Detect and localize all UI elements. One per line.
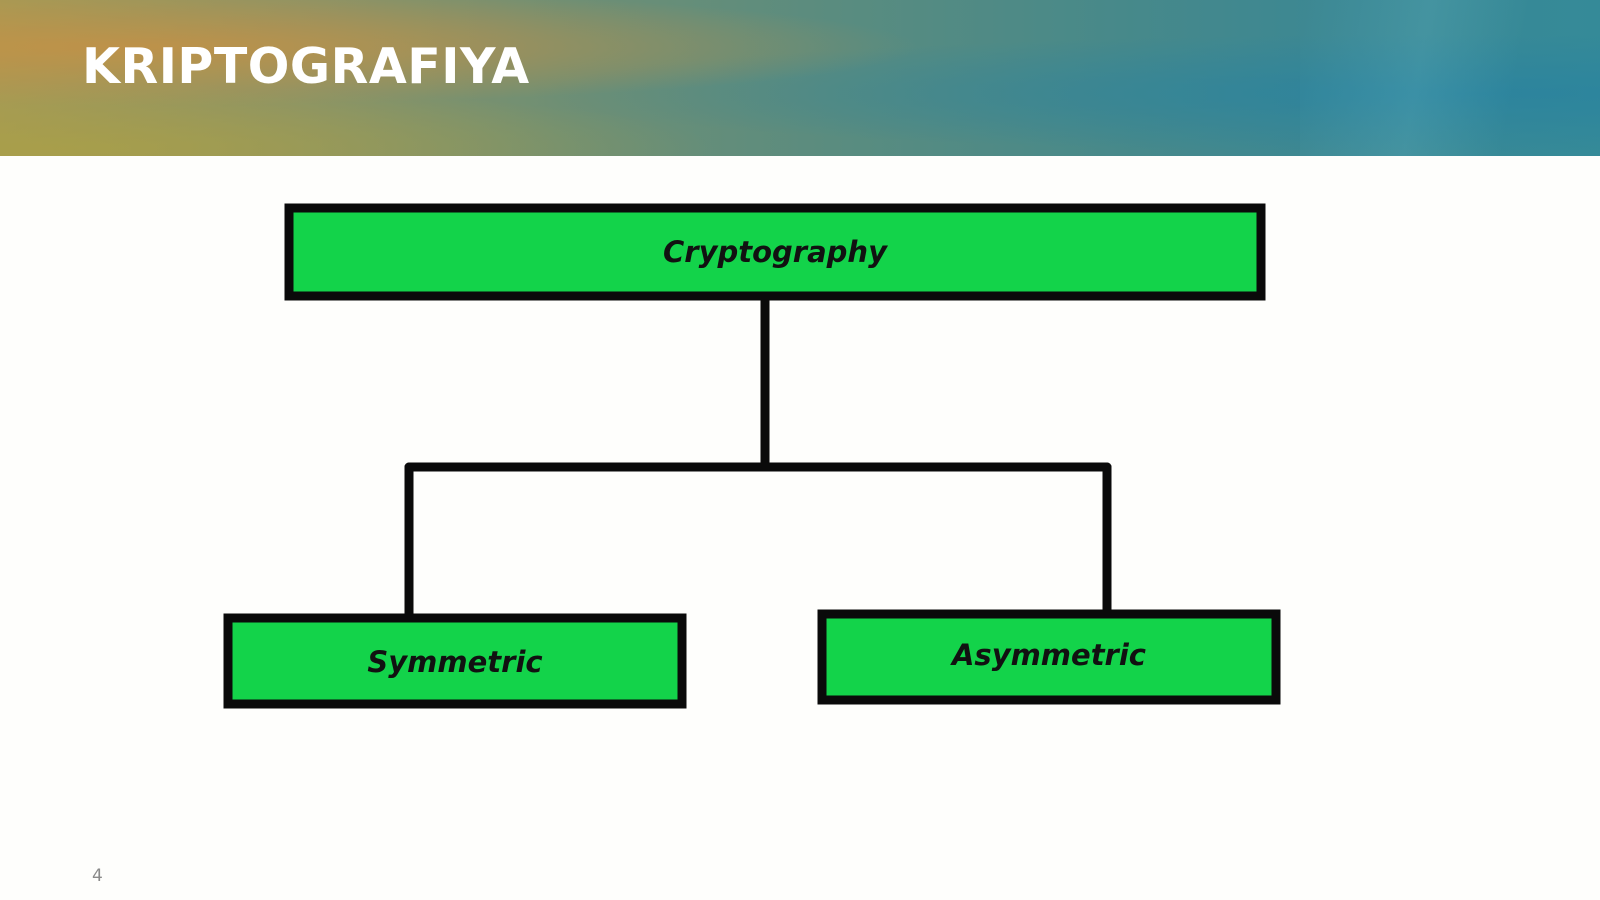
- node-symmetric-label: Symmetric: [367, 645, 542, 679]
- node-asymmetric-label: Asymmetric: [950, 638, 1146, 672]
- connectors: [404, 290, 1112, 623]
- node-asymmetric: Asymmetric: [817, 609, 1281, 705]
- node-cryptography: Cryptography: [284, 203, 1266, 301]
- slide-title: KRIPTOGRAFIYA: [82, 38, 530, 95]
- node-symmetric-box: [223, 613, 687, 709]
- header-band: [0, 0, 1600, 156]
- node-cryptography-box: [284, 203, 1266, 301]
- page-number: 4: [92, 866, 103, 886]
- node-asymmetric-box: [817, 609, 1281, 705]
- node-symmetric: Symmetric: [223, 613, 687, 709]
- node-cryptography-label: Cryptography: [663, 235, 888, 269]
